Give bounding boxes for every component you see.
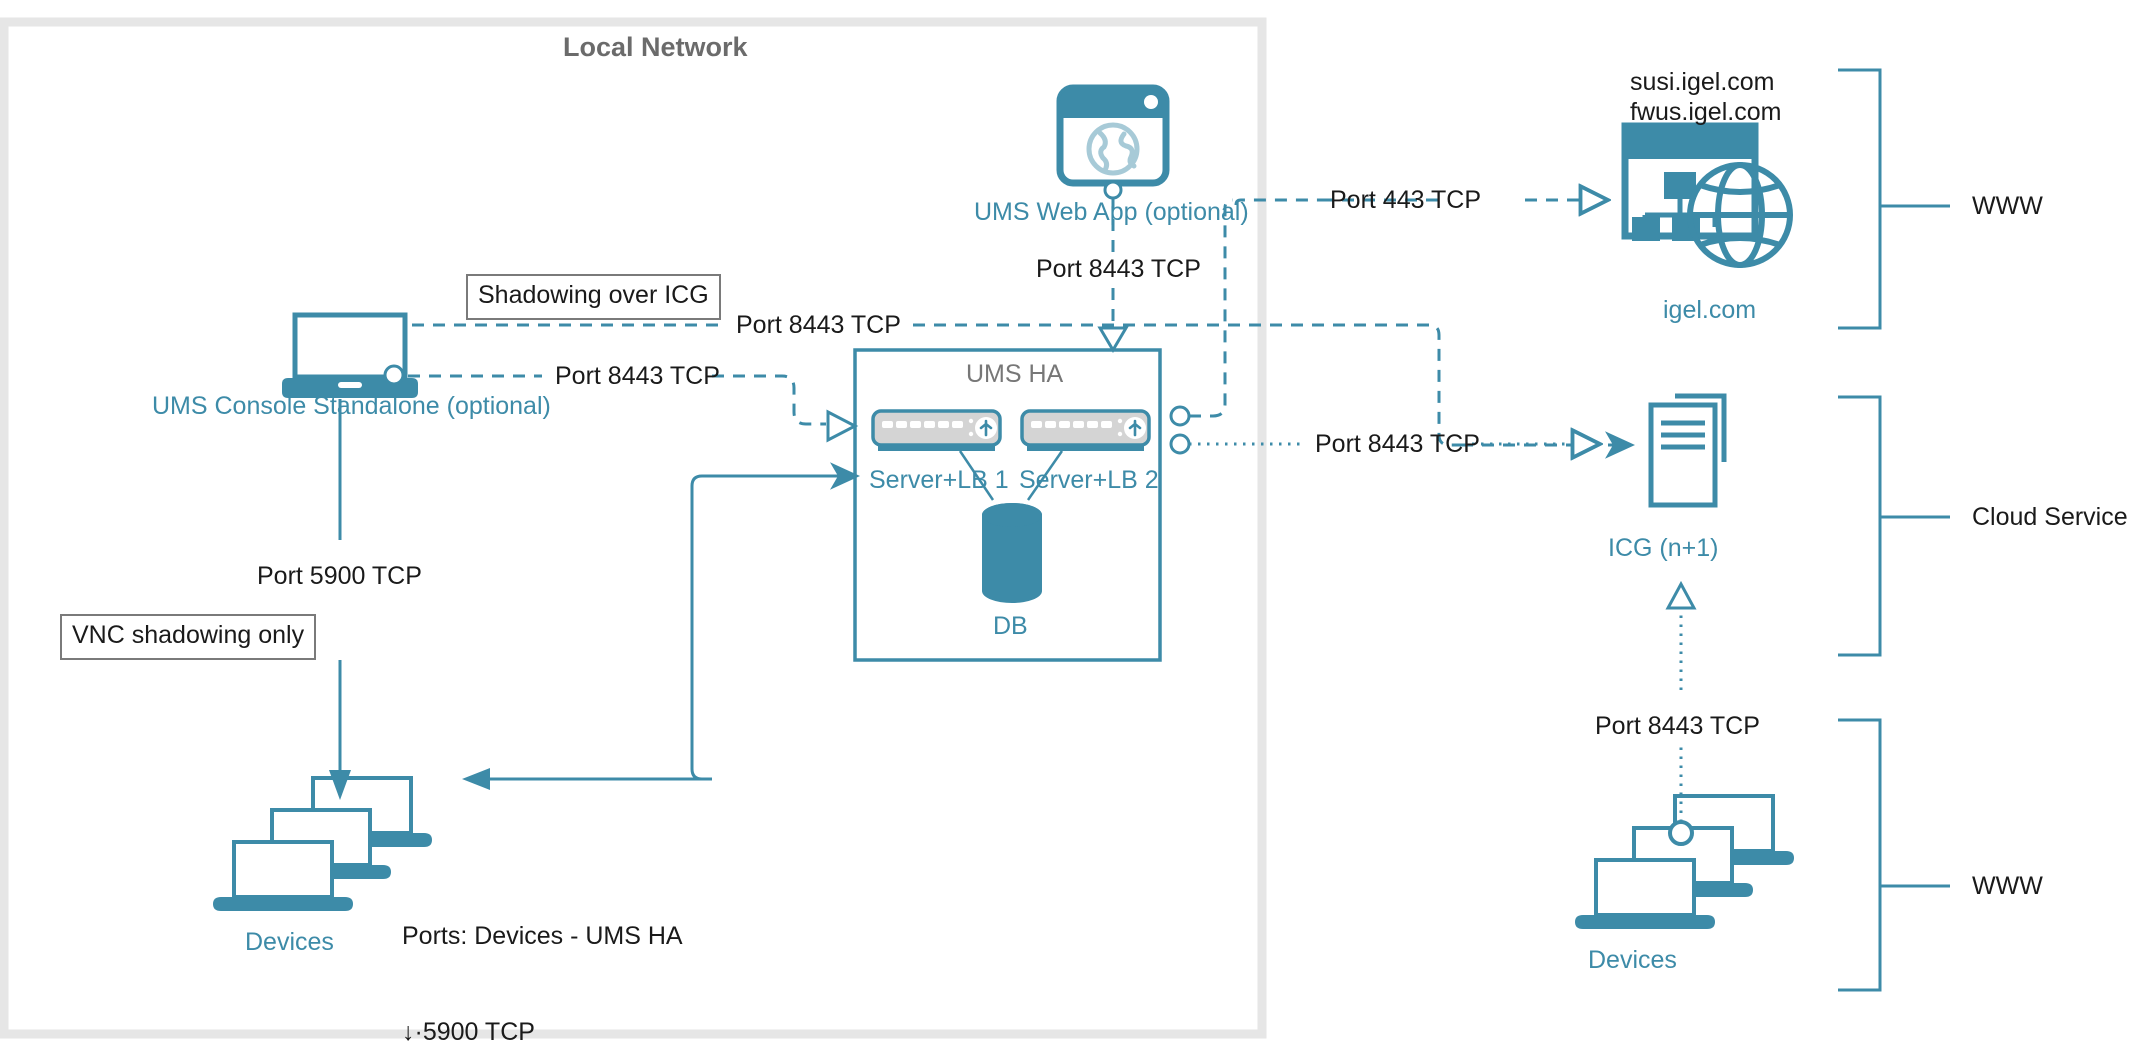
icg-label: ICG (n+1)	[1608, 534, 1719, 562]
zone-label-cloud-service: Cloud Service	[1972, 503, 2128, 531]
ums-console-label: UMS Console Standalone (optional)	[152, 392, 551, 420]
conn-label-console-to-ha: Port 8443 TCP	[555, 362, 720, 390]
devices-local-label: Devices	[245, 928, 334, 956]
igel-website-icon	[1621, 122, 1793, 268]
conn-devices-to-icg	[1665, 580, 1697, 822]
conn-label-console-shadow: Port 8443 TCP	[736, 311, 901, 339]
callout-shadowing-over-icg: Shadowing over ICG	[466, 274, 721, 320]
ports-devices-ums-ha-block: Ports: Devices - UMS HA ↓·5900 TCP ↓·300…	[402, 856, 683, 1044]
conn-label-console-to-devices: Port 5900 TCP	[257, 562, 422, 590]
zone-label-www-top: WWW	[1972, 192, 2043, 220]
conn-ha-to-devices	[462, 462, 860, 790]
ums-ha-label: UMS HA	[966, 360, 1064, 388]
conn-label-webapp-to-ha: Port 8443 TCP	[1036, 255, 1201, 283]
devices-local-icon	[213, 776, 432, 911]
ports-line-0: ↓·5900 TCP	[402, 1018, 535, 1044]
devices-remote-label: Devices	[1588, 946, 1677, 974]
ums-web-app-icon	[1056, 84, 1170, 200]
server-lb-2-icon	[1020, 409, 1151, 501]
conn-label-webapp-to-igel: Port 443 TCP	[1330, 186, 1482, 214]
zone-bracket-www-top	[1838, 68, 1950, 330]
page-title: Local Network	[563, 32, 748, 62]
ums-web-app-label: UMS Web App (optional)	[974, 198, 1249, 226]
server-lb-2-label: Server+LB 2	[1019, 466, 1159, 494]
devices-remote-icon	[1575, 794, 1794, 929]
icg-server-icon	[1648, 393, 1727, 508]
ha-port-nub-upper	[1169, 405, 1191, 427]
conn-webapp-to-igel	[1234, 200, 1608, 205]
callout-vnc-shadowing-only: VNC shadowing only	[60, 614, 317, 660]
conn-label-devices-to-icg: Port 8443 TCP	[1595, 712, 1760, 740]
conn-console-to-devices	[329, 399, 351, 800]
server-lb-1-label: Server+LB 1	[869, 466, 1009, 494]
server-lb-1-icon	[871, 409, 1002, 501]
conn-label-ha-to-icg: Port 8443 TCP	[1315, 430, 1480, 458]
database-icon	[982, 503, 1042, 603]
ports-block-title: Ports: Devices - UMS HA	[402, 922, 683, 950]
igel-site-label: igel.com	[1663, 296, 1757, 324]
zone-bracket-www-bottom	[1838, 718, 1950, 992]
conn-ha-nub-to-icg-dashed	[1189, 198, 1234, 418]
db-label: DB	[993, 612, 1028, 640]
conn-webapp-to-ha	[1097, 198, 1129, 353]
ums-console-laptop-icon	[282, 312, 418, 398]
igel-host-2: fwus.igel.com	[1630, 98, 1782, 126]
ha-port-nub-lower	[1169, 433, 1191, 455]
zone-label-www-bottom: WWW	[1972, 872, 2043, 900]
globe-sub-icon	[1687, 162, 1793, 268]
conn-console-to-ha	[408, 374, 859, 443]
igel-host-1: susi.igel.com	[1630, 68, 1775, 96]
zone-bracket-cloud-service	[1838, 395, 1950, 657]
